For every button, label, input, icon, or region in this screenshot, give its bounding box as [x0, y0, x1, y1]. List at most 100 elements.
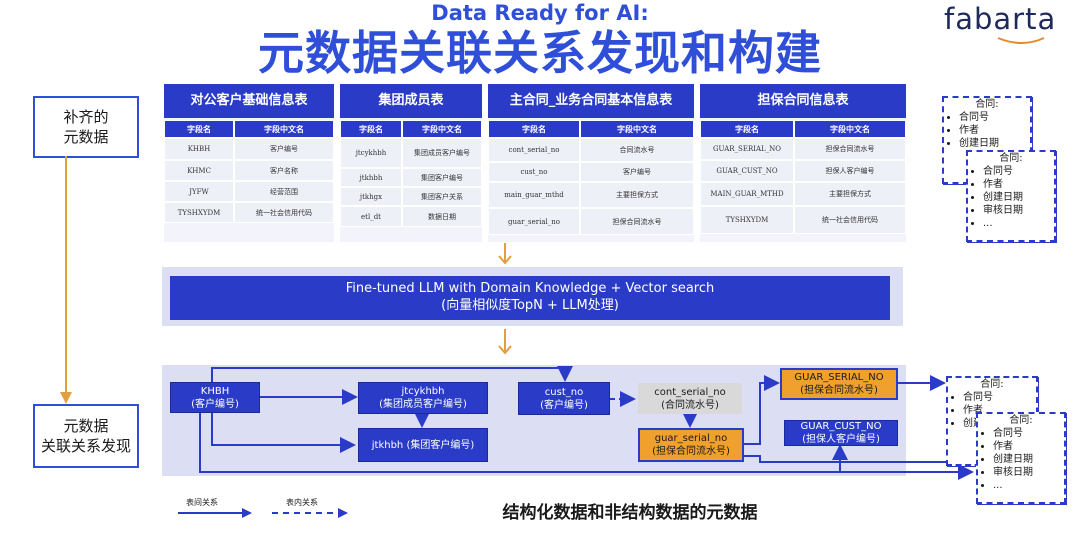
note-item: 合同号: [983, 165, 1054, 178]
table-title: 主合同_业务合同基本信息表: [488, 84, 694, 118]
field-name: jtcykhbh: [340, 138, 402, 168]
slide-subtitle: Data Ready for AI:: [431, 1, 649, 25]
note-item: 合同号: [963, 391, 1036, 404]
slide-title: 元数据关联关系发现和构建: [258, 26, 822, 80]
field-cn: 统一社会信用代码: [794, 206, 906, 234]
field-name: guar_serial_no: [488, 208, 580, 235]
col-header: 字段名: [488, 120, 580, 138]
col-header: 字段中文名: [234, 120, 334, 138]
side-box-supplement-label: 补齐的 元数据: [63, 108, 109, 146]
col-header: 字段中文名: [794, 120, 906, 138]
node-label: guar_serial_no: [654, 433, 728, 444]
edge-khbh-custno: [211, 366, 573, 382]
node-jtkhbh[interactable]: jtkhbh (集团客户编号): [358, 428, 488, 462]
node-sublabel: (合同流水号): [661, 399, 719, 411]
node-label: KHBH: [200, 385, 230, 397]
field-cn: 担保人客户编号: [794, 160, 906, 182]
node-cont-serial-no[interactable]: cont_serial_no (合同流水号): [638, 383, 742, 414]
field-cn: 合同流水号: [580, 138, 694, 162]
note-item: 创建日期: [959, 137, 1030, 150]
side-down-arrow: [60, 156, 72, 404]
field-cn: 经营范围: [234, 181, 334, 202]
edge-khbh-jtkhbh: [211, 412, 356, 453]
node-sublabel: (担保合同流水号): [652, 446, 730, 457]
bottom-caption: 结构化数据和非结构数据的元数据: [502, 503, 758, 523]
field-name: etl_dt: [340, 206, 402, 227]
note-item: 创建日期: [983, 191, 1054, 204]
legend-inter-label: 表间关系: [186, 498, 218, 507]
contract-note-front-2: 合同: 合同号 作者 创建日期 审核日期 ...: [976, 412, 1066, 504]
field-cn: 数据日期: [402, 206, 482, 227]
note-title: 合同:: [1009, 415, 1033, 426]
edge-guarserial-upper: [744, 375, 780, 445]
note-title: 合同:: [980, 379, 1004, 390]
field-cn: 主要担保方式: [794, 182, 906, 206]
field-cn: 集团客户关系: [402, 187, 482, 206]
node-label: cust_no: [544, 386, 584, 398]
legend-intra-line: [272, 508, 348, 518]
fabarta-logo: fabarta: [944, 2, 1076, 46]
note-item: 合同号: [959, 111, 1030, 124]
note-item: ...: [993, 479, 1064, 492]
note-item: 作者: [983, 178, 1054, 191]
legend-inter-line: [178, 508, 252, 518]
node-label: GUAR_CUST_NO: [800, 421, 882, 432]
field-name: TYSHXYDM: [700, 206, 794, 234]
node-cust-no[interactable]: cust_no (客户编号): [518, 382, 610, 415]
note-item: 合同号: [993, 427, 1064, 440]
col-header: 字段名: [700, 120, 794, 138]
field-name: KHBH: [164, 138, 234, 160]
node-guar-serial-no-upper[interactable]: GUAR_SERIAL_NO (担保合同流水号): [780, 368, 898, 400]
node-sublabel: (集团成员客户编号): [379, 399, 467, 410]
note-item: ...: [983, 217, 1054, 230]
llm-box: Fine-tuned LLM with Domain Knowledge + V…: [170, 276, 890, 320]
col-header: 字段中文名: [580, 120, 694, 138]
table-title: 对公客户基础信息表: [164, 84, 334, 118]
down-arrow-to-llm: [498, 243, 512, 265]
down-arrow-to-graph: [498, 329, 512, 355]
field-name: MAIN_GUAR_MTHD: [700, 182, 794, 206]
edge-guarserial-note: [744, 454, 974, 470]
logo-arc-icon: [997, 37, 1045, 44]
field-cn: 集团客户编号: [402, 168, 482, 187]
node-guar-cust-no[interactable]: GUAR_CUST_NO (担保人客户编号): [784, 420, 898, 446]
node-sublabel: (客户编号): [191, 398, 239, 410]
edge-khbh-guarcustno: [199, 412, 848, 473]
node-khbh[interactable]: KHBH (客户编号): [170, 382, 260, 413]
field-name: TYSHXYDM: [164, 202, 234, 223]
side-box-discovery: 元数据 关联关系发现: [33, 404, 139, 468]
field-cn: 担保合同流水号: [794, 138, 906, 160]
col-header: 字段名: [164, 120, 234, 138]
node-guar-serial-no[interactable]: guar_serial_no (担保合同流水号): [638, 428, 744, 462]
contract-note-front: 合同: 合同号 作者 创建日期 审核日期 ...: [966, 150, 1056, 242]
col-header: 字段中文名: [402, 120, 482, 138]
field-cn: 统一社会信用代码: [234, 202, 334, 223]
note-item: 创建日期: [993, 453, 1064, 466]
logo-text: fabarta: [944, 2, 1057, 36]
node-label: jtkhbh (集团客户编号): [371, 439, 475, 451]
table-main-contract: 主合同_业务合同基本信息表 字段名 字段中文名 cont_serial_no 合…: [488, 84, 694, 242]
note-item: 作者: [993, 440, 1064, 453]
node-sublabel: (担保合同流水号): [800, 385, 878, 396]
field-name: jtkhbh: [340, 168, 402, 187]
field-name: main_guar_mthd: [488, 182, 580, 208]
table-corp-customer: 对公客户基础信息表 字段名 字段中文名 KHBH 客户编号 KHMC 客户名称 …: [164, 84, 334, 242]
side-box-discovery-label: 元数据 关联关系发现: [40, 417, 131, 455]
table-guarantee-contract: 担保合同信息表 字段名 字段中文名 GUAR_SERIAL_NO 担保合同流水号…: [700, 84, 906, 242]
field-name: jtkhgx: [340, 187, 402, 206]
field-name: JYFW: [164, 181, 234, 202]
field-name: GUAR_CUST_NO: [700, 160, 794, 182]
node-label: GUAR_SERIAL_NO: [794, 372, 884, 383]
node-label: jtcykhbh: [401, 386, 445, 397]
node-jtcykhbh[interactable]: jtcykhbh (集团成员客户编号): [358, 382, 488, 414]
note-item: 作者: [959, 124, 1030, 137]
llm-line2: (向量相似度TopN + LLM处理): [441, 298, 619, 313]
field-cn: 担保合同流水号: [580, 208, 694, 235]
note-item: 审核日期: [993, 466, 1064, 479]
field-cn: 集团成员客户编号: [402, 138, 482, 168]
field-cn: 客户名称: [234, 160, 334, 181]
note-title: 合同:: [999, 153, 1023, 164]
legend-intra-label: 表内关系: [286, 498, 318, 507]
field-cn: 客户编号: [234, 138, 334, 160]
